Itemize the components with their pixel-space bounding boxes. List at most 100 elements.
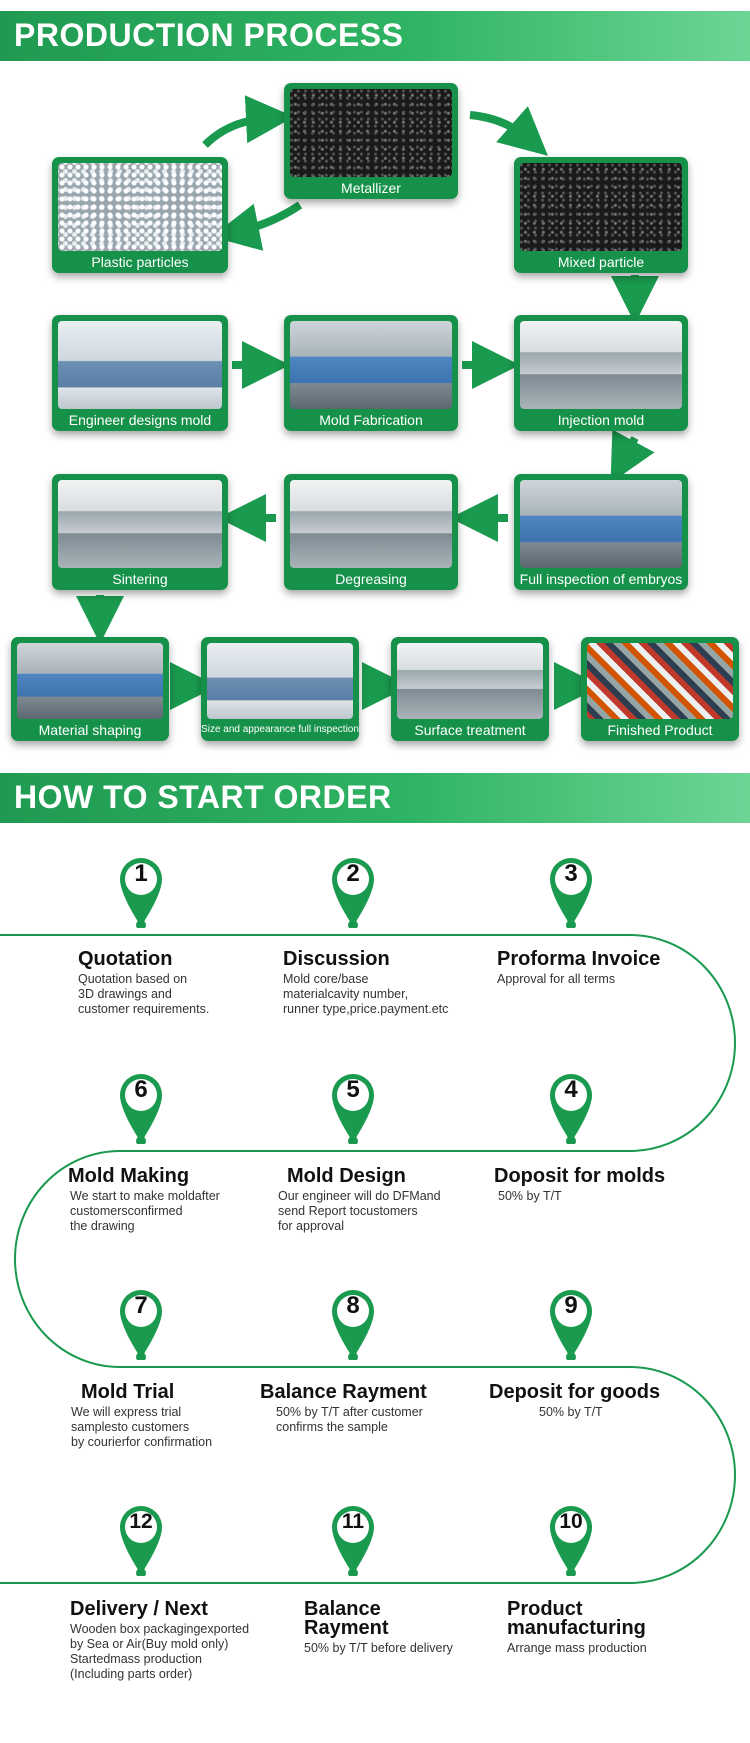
step-label: Injection mold (557, 412, 645, 428)
pin-8: 8 (330, 1288, 376, 1360)
step-plastic-particles: Plastic particles (52, 157, 228, 273)
step-full-inspection: Full inspection of embryos (514, 474, 688, 590)
arrow-plastic-to-metallizer (202, 95, 294, 148)
order-step-11: Balance Rayment 50% by T/T before delive… (304, 1599, 504, 1656)
step-label: Plastic particles (91, 254, 189, 270)
step-material-shaping: Material shaping (11, 637, 169, 741)
degreasing-photo (290, 480, 452, 568)
step-desc: 50% by T/T (498, 1189, 562, 1203)
step-title: Discussion (283, 948, 390, 970)
step-desc: Wooden box packagingexported by Sea or A… (70, 1622, 250, 1681)
pin-number: 9 (564, 1292, 578, 1319)
order-step-4: Doposit for molds 50% by T/T (494, 1165, 734, 1204)
step-desc: 50% by T/T (539, 1405, 603, 1419)
pin-number: 1 (134, 860, 148, 887)
order-step-2: Discussion Mold core/base materialcavity… (283, 948, 498, 1017)
arrow-metallizer-to-plastic (211, 201, 303, 251)
step-label: Finished Product (607, 722, 713, 738)
step-label: Surface treatment (414, 722, 526, 738)
step-label: Size and appearance full inspection (201, 724, 359, 735)
pin-number: 2 (346, 860, 360, 887)
step-title: Delivery / Next (70, 1598, 208, 1620)
pin-5: 5 (330, 1072, 376, 1144)
step-mixed-particle: Mixed particle (514, 157, 688, 273)
order-step-9: Deposit for goods 50% by T/T (489, 1381, 739, 1420)
engineer-photo (58, 321, 222, 409)
step-label: Full inspection of embryos (519, 571, 683, 587)
how-to-start-order-title: HOW TO START ORDER (14, 779, 392, 815)
pin-number: 6 (134, 1076, 148, 1103)
pin-number: 4 (564, 1076, 578, 1103)
pin-number: 5 (346, 1076, 360, 1103)
inspection-photo (520, 480, 682, 568)
step-desc: 50% by T/T after customer confirms the s… (276, 1405, 423, 1434)
step-injection-mold: Injection mold (514, 315, 688, 431)
arrow-metallizer-to-mixed (469, 106, 549, 156)
step-desc: Mold core/base materialcavity number, ru… (283, 972, 449, 1016)
pin-number: 12 (129, 1510, 153, 1533)
finished-product-photo (587, 643, 733, 719)
pin-number: 8 (346, 1292, 360, 1319)
pin-4: 4 (548, 1072, 594, 1144)
step-label: Sintering (112, 571, 168, 587)
how-to-start-order-banner: HOW TO START ORDER (0, 773, 750, 823)
step-label: Degreasing (335, 571, 407, 587)
step-title: Balance Rayment (260, 1381, 427, 1403)
order-step-8: Balance Rayment 50% by T/T after custome… (260, 1381, 490, 1435)
step-desc: Arrange mass production (507, 1641, 647, 1655)
step-desc: Approval for all terms (497, 972, 616, 986)
step-surface-treatment: Surface treatment (391, 637, 549, 741)
surface-treatment-photo (397, 643, 543, 719)
step-size-appearance-inspection: Size and appearance full inspection (201, 637, 359, 741)
step-title: Quotation (78, 948, 173, 970)
order-step-3: Proforma Invoice Approval for all terms (497, 948, 737, 987)
metallizer-photo (290, 89, 452, 177)
material-shaping-photo (17, 643, 163, 719)
step-label: Metallizer (341, 180, 401, 196)
pin-7: 7 (118, 1288, 164, 1360)
pin-11: 11 (330, 1504, 376, 1576)
step-desc: We start to make moldafter customersconf… (70, 1189, 220, 1233)
pin-6: 6 (118, 1072, 164, 1144)
pin-9: 9 (548, 1288, 594, 1360)
pin-number: 3 (564, 860, 578, 887)
mixed-particle-photo (520, 163, 682, 251)
step-mold-fabrication: Mold Fabrication (284, 315, 458, 431)
step-title: Mold Making (68, 1165, 190, 1187)
order-step-10: Product manufacturing Arrange mass produ… (507, 1598, 707, 1656)
step-desc: Quotation based on 3D drawings and custo… (78, 972, 210, 1016)
step-label: Material shaping (38, 722, 142, 738)
step-title: Deposit for goods (489, 1381, 661, 1403)
pin-3: 3 (548, 856, 594, 928)
pin-1: 1 (118, 856, 164, 928)
step-desc: We will express trial samplesto customer… (71, 1405, 213, 1449)
production-process-banner: PRODUCTION PROCESS (0, 11, 750, 61)
pin-10: 10 (548, 1504, 594, 1576)
step-title: Mold Design (287, 1165, 406, 1187)
step-title: Product manufacturing (507, 1598, 646, 1639)
step-desc: 50% by T/T before delivery (304, 1641, 453, 1655)
step-label: Mold Fabrication (319, 412, 423, 428)
step-engineer-designs-mold: Engineer designs mold (52, 315, 228, 431)
production-arrows (76, 95, 659, 710)
step-title: Mold Trial (81, 1381, 175, 1403)
step-label: Engineer designs mold (68, 412, 212, 428)
production-process-title: PRODUCTION PROCESS (14, 17, 404, 53)
order-step-5: Mold Design Our engineer will do DFMand … (278, 1165, 493, 1234)
step-title: Proforma Invoice (497, 948, 661, 970)
order-step-6: Mold Making We start to make moldafter c… (68, 1165, 273, 1234)
mold-fabrication-photo (290, 321, 452, 409)
step-finished-product: Finished Product (581, 637, 739, 741)
plastic-particles-photo (58, 163, 222, 251)
sintering-photo (58, 480, 222, 568)
step-label: Mixed particle (557, 254, 645, 270)
order-step-7: Mold Trial We will express trial samples… (70, 1381, 280, 1450)
step-sintering: Sintering (52, 474, 228, 590)
injection-mold-photo (520, 321, 682, 409)
order-step-1: Quotation Quotation based on 3D drawings… (78, 948, 278, 1017)
pin-2: 2 (330, 856, 376, 928)
pin-number: 10 (559, 1510, 583, 1533)
step-title: Doposit for molds (494, 1165, 666, 1187)
pin-number: 7 (134, 1292, 148, 1319)
